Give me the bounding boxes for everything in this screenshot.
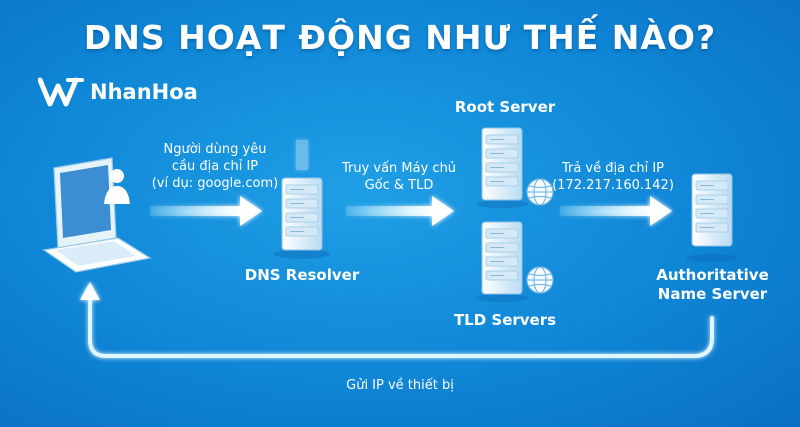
authoritative-label: Authoritative Name Server (640, 266, 785, 304)
arrow-query (346, 196, 454, 226)
step1-label: Người dùng yêu cầu địa chỉ IP (ví dụ: go… (130, 141, 300, 192)
step1-line3: (ví dụ: google.com) (151, 176, 279, 191)
dns-resolver-label: DNS Resolver (244, 266, 360, 284)
tld-globe-icon (526, 266, 554, 294)
step1-line1: Người dùng yêu (163, 142, 267, 157)
step3-line1: Trả về địa chỉ IP (561, 161, 665, 176)
brand-logo: NhanHoa (38, 76, 198, 108)
page-title: DNS HOẠT ĐỘNG NHƯ THẾ NÀO? (83, 18, 717, 57)
arrow-request (150, 196, 262, 226)
brand-name: NhanHoa (90, 80, 198, 104)
authoritative-line2: Name Server (657, 285, 768, 303)
authoritative-server-icon (686, 173, 738, 262)
return-label: Gửi IP về thiết bị (346, 378, 454, 393)
brand-logo-icon (38, 77, 84, 107)
arrow-return (80, 282, 714, 358)
user-icon (104, 169, 130, 204)
tld-servers-label: TLD Servers (453, 311, 557, 329)
step3-line2: (172.217.160.142) (552, 178, 674, 193)
step3-label: Trả về địa chỉ IP (172.217.160.142) (538, 160, 688, 194)
step1-line2: cầu địa chỉ IP (171, 159, 259, 174)
root-server-icon (476, 127, 528, 208)
tld-server-icon (476, 221, 528, 302)
dns-resolver-server-icon (274, 140, 330, 259)
root-server-label: Root Server (454, 98, 556, 116)
step2-line2: Gốc & TLD (364, 178, 434, 193)
step2-line1: Truy vấn Máy chủ (341, 161, 457, 176)
laptop-icon (42, 157, 152, 273)
step2-label: Truy vấn Máy chủ Gốc & TLD (324, 160, 474, 194)
authoritative-line1: Authoritative (656, 266, 769, 284)
arrow-answer (560, 196, 672, 226)
